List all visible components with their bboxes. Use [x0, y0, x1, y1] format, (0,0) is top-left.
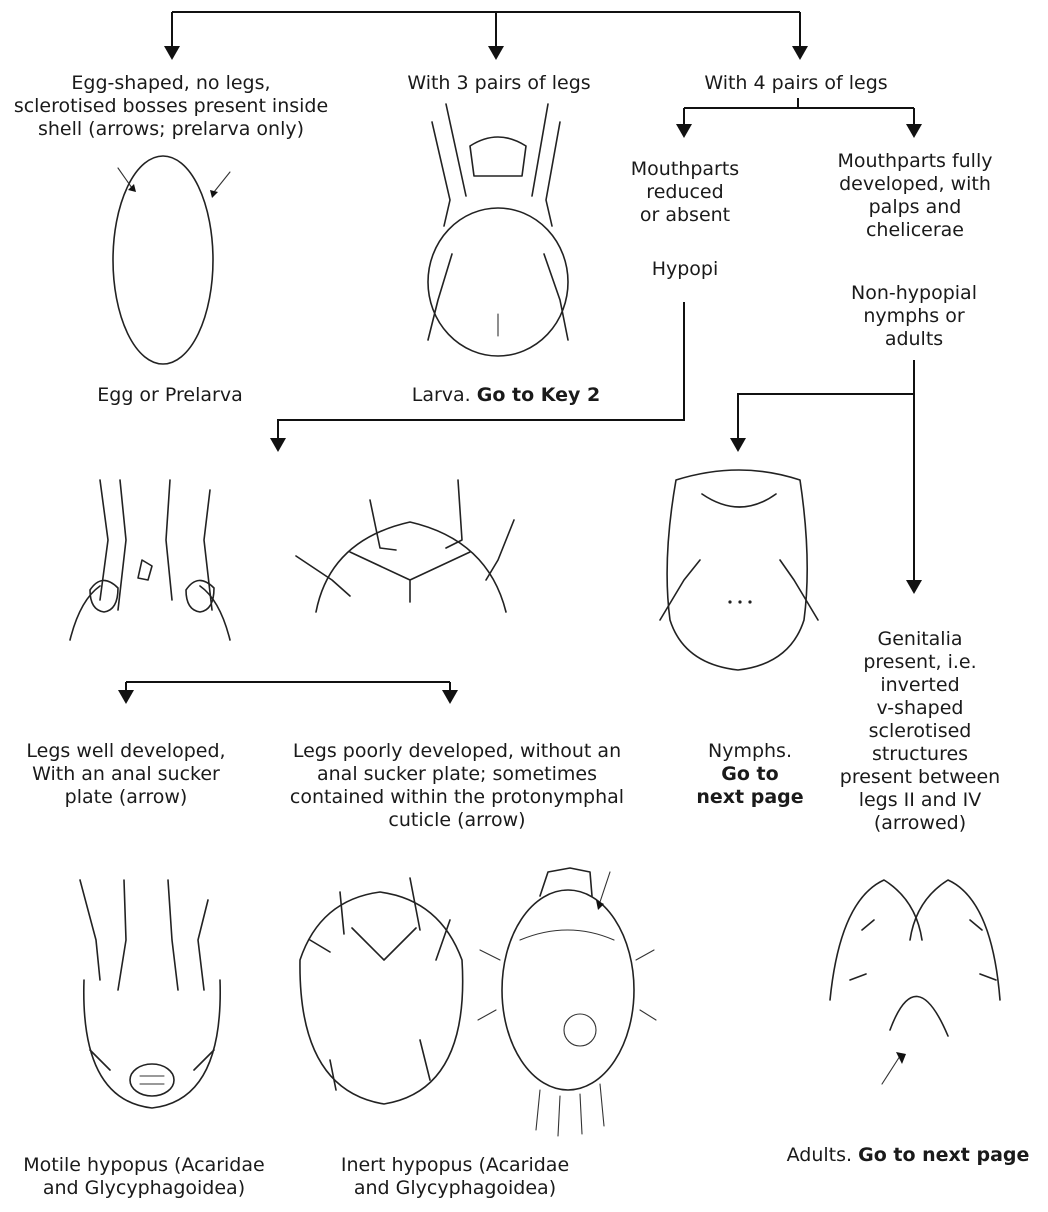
legs-well-line: Legs well developed,	[10, 740, 242, 763]
legs-well-line: plate (arrow)	[10, 786, 242, 809]
non-hypopial-label: Non-hypopial nymphs or adults	[834, 282, 994, 351]
egg-label: Egg or Prelarva	[60, 384, 280, 407]
genitalia-line: Genitalia	[828, 628, 1012, 651]
mouthparts-full-line: Mouthparts fully	[820, 150, 1010, 173]
three-pairs-legs: With 3 pairs of legs	[394, 72, 604, 95]
legs-poor-line: anal sucker plate; sometimes	[268, 763, 646, 786]
motile-hypopus-label: Motile hypopus (Acaridae and Glycyphagoi…	[14, 1154, 274, 1200]
inert-line: Inert hypopus (Acaridae	[320, 1154, 590, 1177]
legs-poor-line: contained within the protonymphal	[268, 786, 646, 809]
protonymphal-cuticle-illustration	[478, 868, 656, 1136]
mouthparts-reduced: Mouthparts reduced or absent	[620, 158, 750, 227]
genitalia-line: present between	[828, 766, 1012, 789]
nymphs-go-to-link[interactable]: Go to	[686, 763, 814, 786]
hypopus-legs-illustration	[70, 480, 230, 640]
adults-label: Adults. Go to next page	[770, 1144, 1046, 1167]
genitalia-line: sclerotised	[828, 720, 1012, 743]
legs-well-line: With an anal sucker	[10, 763, 242, 786]
larva-label: Larva. Go to Key 2	[386, 384, 626, 407]
four-pairs-legs: With 4 pairs of legs	[686, 72, 906, 95]
egg-criteria-line: shell (arrows; prelarva only)	[6, 118, 336, 141]
hypopi-label: Hypopi	[630, 258, 740, 281]
non-hypopial-line: nymphs or	[834, 305, 994, 328]
mouthparts-reduced-line: reduced	[620, 181, 750, 204]
mouthparts-full-line: palps and	[820, 196, 1010, 219]
legs-well-developed: Legs well developed, With an anal sucker…	[10, 740, 242, 809]
mouthparts-full-line: developed, with	[820, 173, 1010, 196]
genitalia-line: present, i.e.	[828, 651, 1012, 674]
inert-hypopus-label: Inert hypopus (Acaridae and Glycyphagoid…	[320, 1154, 590, 1200]
nymphs-goto: Nymphs. Go to next page	[686, 740, 814, 809]
inert-hypopus-illustration	[300, 878, 463, 1104]
mouthparts-full: Mouthparts fully developed, with palps a…	[820, 150, 1010, 242]
legs-poorly-developed: Legs poorly developed, without an anal s…	[268, 740, 646, 832]
egg-criteria-line: sclerotised bosses present inside	[6, 95, 336, 118]
non-hypopial-line: adults	[834, 328, 994, 351]
genitalia-line: (arrowed)	[828, 812, 1012, 835]
genitalia-line: v-shaped	[828, 697, 1012, 720]
egg-criteria-line: Egg-shaped, no legs,	[6, 72, 336, 95]
nymphs-label: Nymphs.	[686, 740, 814, 763]
larva-illustration	[428, 104, 568, 356]
adults-go-to-next-page-link[interactable]: Go to next page	[858, 1144, 1029, 1166]
motile-hypopus-illustration	[80, 880, 220, 1108]
genitalia-line: structures	[828, 743, 1012, 766]
go-to-key-2-link[interactable]: Go to Key 2	[477, 384, 601, 406]
mouthparts-full-line: chelicerae	[820, 219, 1010, 242]
genitalia-line: legs II and IV	[828, 789, 1012, 812]
motile-line: and Glycyphagoidea)	[14, 1177, 274, 1200]
adult-genital-region-illustration	[830, 880, 1000, 1084]
genitalia-criteria: Genitalia present, i.e. inverted v-shape…	[828, 628, 1012, 835]
nymph-illustration	[660, 470, 818, 670]
mouthparts-reduced-line: or absent	[620, 204, 750, 227]
inert-line: and Glycyphagoidea)	[320, 1177, 590, 1200]
larva-text: Larva.	[412, 384, 471, 406]
egg-criteria-text: Egg-shaped, no legs, sclerotised bosses …	[6, 72, 336, 141]
legs-poor-line: cuticle (arrow)	[268, 809, 646, 832]
adults-text: Adults.	[787, 1144, 852, 1166]
motile-line: Motile hypopus (Acaridae	[14, 1154, 274, 1177]
nymphs-next-page-link[interactable]: next page	[686, 786, 814, 809]
legs-poor-line: Legs poorly developed, without an	[268, 740, 646, 763]
egg-illustration	[113, 156, 230, 364]
mouthparts-reduced-line: Mouthparts	[620, 158, 750, 181]
genitalia-line: inverted	[828, 674, 1012, 697]
non-hypopial-line: Non-hypopial	[834, 282, 994, 305]
inert-hypopus-partial-illustration	[296, 480, 514, 612]
